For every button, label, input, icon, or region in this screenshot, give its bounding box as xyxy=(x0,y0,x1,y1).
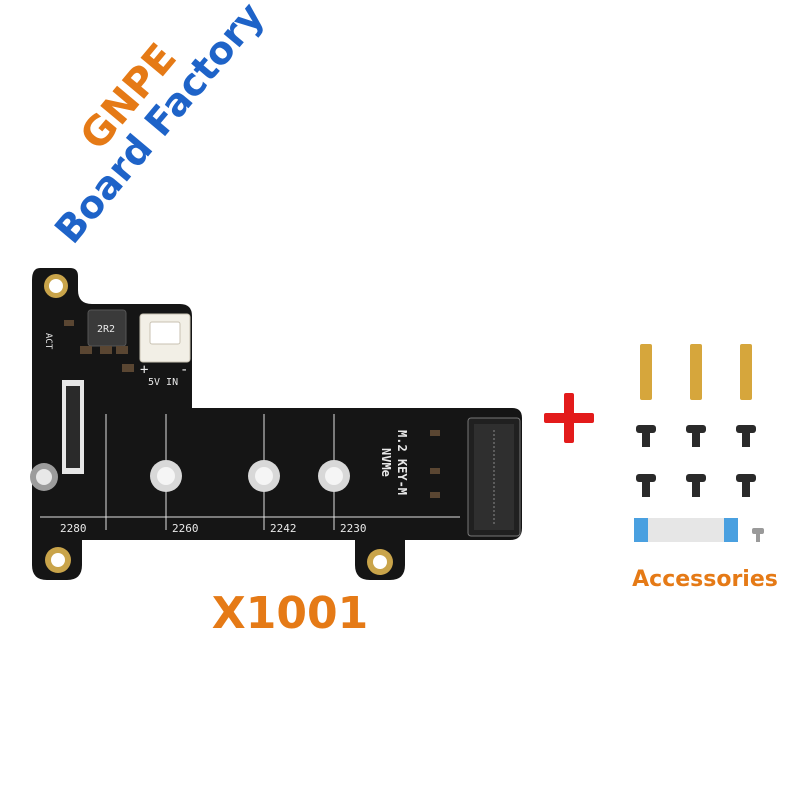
small-screw xyxy=(752,528,764,534)
silk-2260: 2260 xyxy=(172,522,199,535)
silk-act: ACT xyxy=(43,333,53,350)
brass-standoff xyxy=(640,344,652,400)
brass-standoff xyxy=(690,344,702,400)
silk-2230: 2230 xyxy=(340,522,367,535)
silk-inductor: 2R2 xyxy=(97,324,115,335)
product-name: X1001 xyxy=(211,588,369,639)
brass-standoff xyxy=(740,344,752,400)
accessories-label: Accessories xyxy=(632,567,778,592)
silk-title-1: M.2 KEY-M xyxy=(395,430,409,495)
silk-plus: + xyxy=(140,362,148,378)
silk-minus: - xyxy=(180,362,188,378)
silk-title-2: NVMe xyxy=(379,448,393,477)
plus-icon xyxy=(544,393,594,443)
ffc-cable xyxy=(634,518,738,542)
silk-2280: 2280 xyxy=(60,522,87,535)
silk-power: 5V IN xyxy=(148,377,178,388)
silk-2242: 2242 xyxy=(270,522,297,535)
accessories-group xyxy=(634,344,764,542)
